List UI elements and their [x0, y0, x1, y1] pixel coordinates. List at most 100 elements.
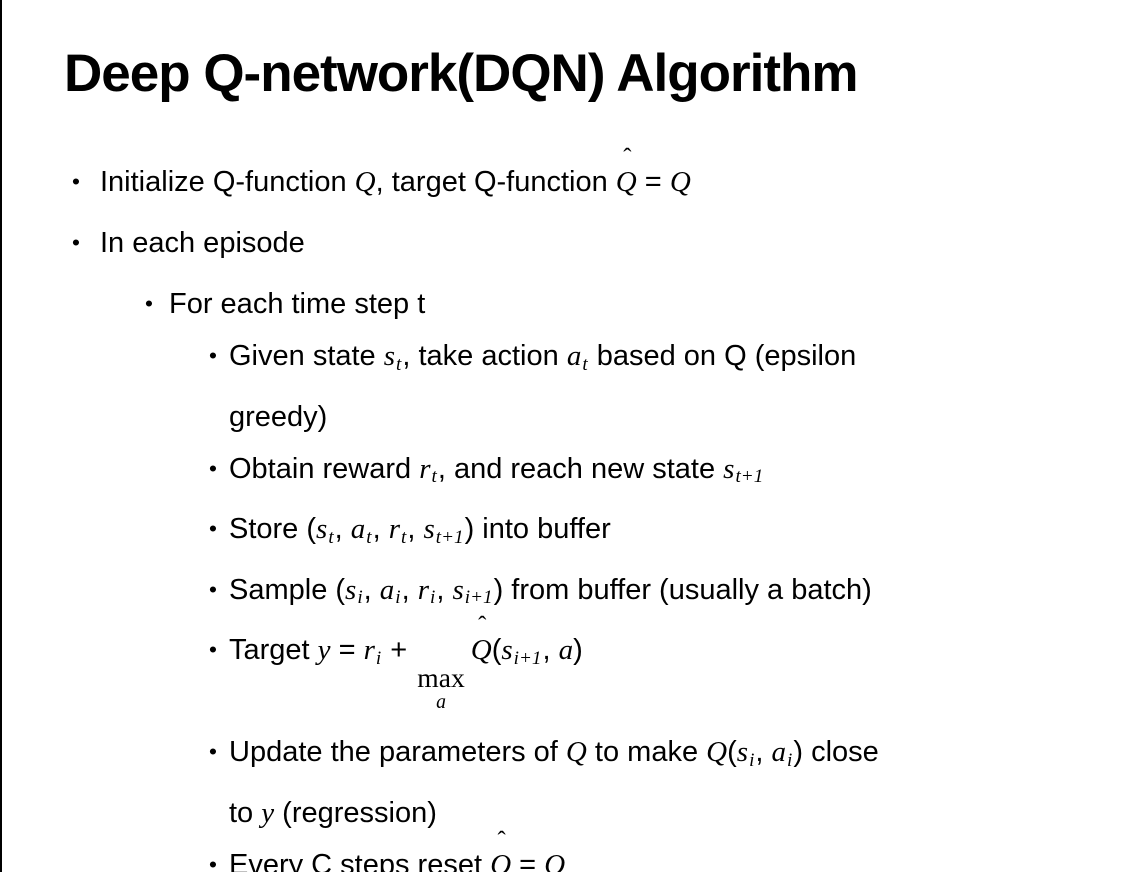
text-run: , [401, 573, 418, 606]
math-var-q: Q [669, 166, 691, 198]
bullet-row-store-buffer: • Store (st, at, rt, st+1) into buffer [209, 503, 1104, 564]
bullet-row-sample-buffer: • Sample (si, ai, ri, si+1) from buffer … [209, 564, 1104, 625]
math-var-a: a [771, 736, 787, 769]
bullet-row-target: • Target y = ri + maxaQ(si+1, a) [209, 624, 1104, 713]
text-run: ) close [793, 736, 879, 769]
text-run: ( [491, 634, 502, 667]
bullet-text: Sample (si, ai, ri, si+1) from buffer (u… [229, 564, 872, 625]
text-run: , take action [402, 340, 567, 372]
bullet-row-episode: • In each episode [72, 217, 1124, 269]
text-run: , [372, 513, 389, 546]
text-run: = [511, 848, 545, 872]
math-var-s: s [736, 736, 749, 769]
text-run: greedy) [229, 400, 328, 433]
text-run: = [636, 166, 670, 198]
bullet-text: For each time step t [169, 278, 425, 330]
math-var-a: a [558, 634, 574, 667]
math-subscript: i+1 [513, 647, 542, 669]
math-var-y: y [261, 796, 275, 829]
bullet-text: In each episode [100, 217, 305, 269]
text-run: to make [586, 736, 707, 769]
math-var-r: r [388, 513, 401, 546]
bullet-icon: • [209, 455, 217, 481]
bullet-icon: • [72, 169, 80, 194]
bullet-row-initialize: • Initialize Q-function Q, target Q-func… [72, 156, 1124, 208]
text-run: , target Q-function [375, 166, 616, 198]
bullet-text: Update the parameters of Q to make Q(si,… [229, 726, 879, 839]
math-var-q: Q [706, 736, 728, 769]
text-run: Every C steps reset [229, 848, 491, 872]
text-run: Initialize Q-function [100, 166, 355, 198]
math-subscript: i+1 [464, 587, 493, 609]
math-var-q: Q [565, 736, 587, 769]
math-var-s: s [345, 573, 357, 606]
bullet-list: • Initialize Q-function Q, target Q-func… [2, 156, 1124, 872]
math-var-a: a [350, 513, 366, 546]
bullet-text: Obtain reward rt, and reach new state st… [229, 443, 764, 504]
math-subscript: t [366, 526, 372, 548]
text-run: , and reach new state [437, 452, 724, 485]
math-var-a: a [566, 340, 582, 372]
math-var-r: r [419, 452, 431, 485]
text-run: For each time step t [169, 288, 426, 320]
math-var-a: a [379, 573, 395, 606]
text-run: based on Q (epsilon [588, 340, 857, 372]
math-subscript: t+1 [735, 466, 764, 488]
math-var-s: s [723, 452, 735, 485]
bullet-icon: • [209, 739, 217, 765]
text-run: Store ( [229, 513, 317, 546]
text-run: ( [727, 736, 737, 769]
bullet-text: Initialize Q-function Q, target Q-functi… [100, 156, 691, 208]
math-q-hat: Q [490, 839, 511, 872]
math-var-s: s [316, 513, 328, 546]
max-under-var: a [436, 691, 446, 714]
math-subscript: i [357, 587, 363, 609]
max-label: max [417, 661, 465, 693]
text-run: ) from buffer (usually a batch) [493, 573, 872, 606]
math-q-hat: Q [471, 624, 492, 676]
math-subscript: i [430, 587, 436, 609]
math-var-q: Q [354, 166, 376, 198]
bullet-icon: • [209, 637, 217, 663]
text-run: Obtain reward [229, 452, 420, 485]
bullet-icon: • [209, 851, 217, 872]
math-subscript: t+1 [435, 526, 464, 548]
bullet-text: Target y = ri + maxaQ(si+1, a) [229, 624, 583, 713]
math-var-r: r [363, 634, 375, 667]
bullet-icon: • [145, 291, 153, 316]
math-subscript: t [582, 353, 588, 375]
math-subscript: t [401, 526, 407, 548]
bullet-text: Every C steps reset Q = Q [229, 839, 565, 872]
bullet-icon: • [209, 343, 217, 368]
bullet-text: Store (st, at, rt, st+1) into buffer [229, 503, 611, 564]
math-var-q: Q [544, 848, 566, 872]
math-subscript: i [375, 647, 382, 669]
math-var-s: s [452, 573, 464, 606]
text-run: = [330, 634, 364, 667]
text-run: ) into buffer [464, 513, 611, 546]
slide-title: Deep Q-network(DQN) Algorithm [64, 44, 858, 103]
text-run: , [407, 513, 424, 546]
math-subscript: i [787, 749, 793, 771]
math-var-s: s [501, 634, 513, 667]
text-run: Update the parameters of [229, 736, 566, 769]
bullet-row-timestep: • For each time step t [145, 278, 1124, 330]
text-run: Target [229, 634, 318, 667]
math-subscript: t [431, 466, 437, 488]
bullet-icon: • [209, 516, 217, 542]
text-run: , [363, 573, 380, 606]
text-run: , [334, 513, 351, 546]
math-q-hat: Q [616, 156, 637, 208]
text-run: ) [573, 634, 583, 667]
text-run: + [382, 634, 416, 667]
text-run: , [542, 634, 559, 667]
text-run: In each episode [100, 227, 305, 259]
math-subscript: i [395, 587, 401, 609]
math-var-r: r [417, 573, 430, 606]
math-subscript: i [749, 749, 755, 771]
text-run: Sample ( [229, 573, 346, 606]
bullet-row-reset-target: • Every C steps reset Q = Q [209, 839, 1104, 872]
math-var-s: s [383, 340, 396, 372]
text-run: (regression) [274, 796, 437, 829]
text-run: , [755, 736, 772, 769]
